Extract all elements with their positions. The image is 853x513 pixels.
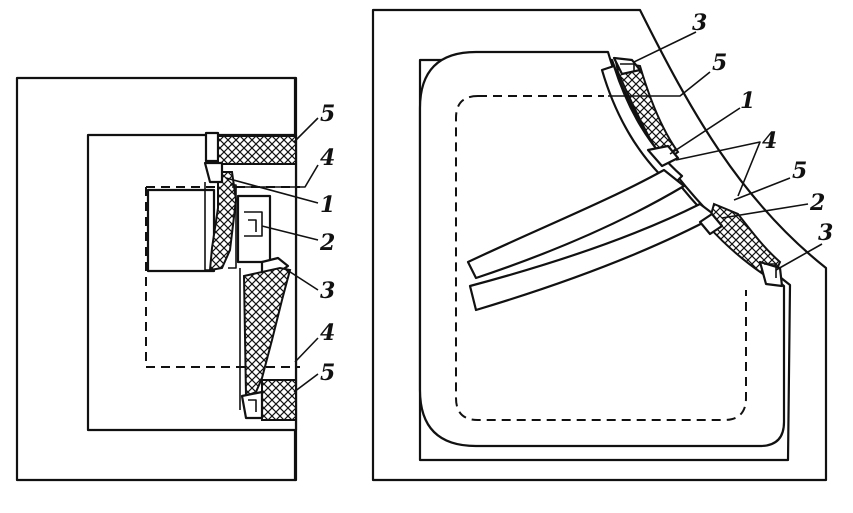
left-top-seal [217, 135, 297, 165]
right-leader-3-bottom [775, 243, 823, 271]
right-figure: 3 5 1 4 5 2 3 [371, 8, 833, 482]
right-body-outline [371, 8, 828, 482]
right-label-5-top: 5 [712, 50, 727, 76]
right-label-2: 2 [809, 190, 825, 216]
left-label-1: 1 [320, 192, 335, 218]
left-retainer-1 [228, 184, 237, 269]
right-leader-4 [675, 141, 761, 197]
right-leader-2 [721, 203, 809, 219]
left-top-flange [204, 131, 220, 163]
right-lower-clip-2 [698, 212, 724, 236]
right-leader-5-bottom [733, 177, 791, 201]
left-leader-3 [283, 267, 319, 291]
right-dashed-frame [455, 95, 747, 421]
left-bottom-seal [261, 379, 297, 421]
right-label-3-top: 3 [692, 10, 707, 36]
right-label-4: 4 [762, 128, 777, 154]
right-label-3-bottom: 3 [818, 220, 833, 246]
left-leader-4-bottom [294, 337, 319, 363]
left-dashed-frame [145, 187, 300, 368]
right-label-1: 1 [740, 88, 755, 114]
left-leader-2 [261, 225, 319, 241]
left-label-2: 2 [319, 230, 335, 256]
left-leader-5-bottom [293, 373, 319, 393]
right-mid-clip [646, 144, 680, 168]
left-leader-5-top [293, 117, 319, 143]
left-label-4-top: 4 [320, 145, 335, 171]
left-upper-door [146, 188, 216, 273]
left-figure: 5 4 1 2 3 4 5 [15, 76, 335, 482]
left-door-edge [204, 182, 215, 271]
left-label-5-bottom: 5 [320, 360, 335, 386]
left-bottom-clip [240, 390, 264, 420]
left-label-4-bottom: 4 [320, 320, 335, 346]
left-retainer-2 [244, 211, 263, 237]
right-label-5-bottom: 5 [792, 158, 807, 184]
left-upper-clip [203, 161, 224, 184]
right-lower-clip-inner [764, 263, 777, 278]
right-upper-clip-inner [620, 63, 635, 72]
left-label-5-top: 5 [320, 101, 335, 127]
left-upper-profile-seal [208, 171, 238, 272]
right-upper-door-arm [466, 168, 686, 280]
right-leader-3-top [633, 31, 697, 63]
left-retainer-2-inner [248, 219, 257, 232]
left-middle-channel [236, 194, 272, 264]
right-leader-1 [669, 107, 741, 155]
right-leader-5-top [608, 71, 711, 97]
left-bottom-clip-inner [248, 399, 257, 412]
left-label-3: 3 [320, 278, 335, 304]
left-leader-1 [225, 177, 319, 204]
